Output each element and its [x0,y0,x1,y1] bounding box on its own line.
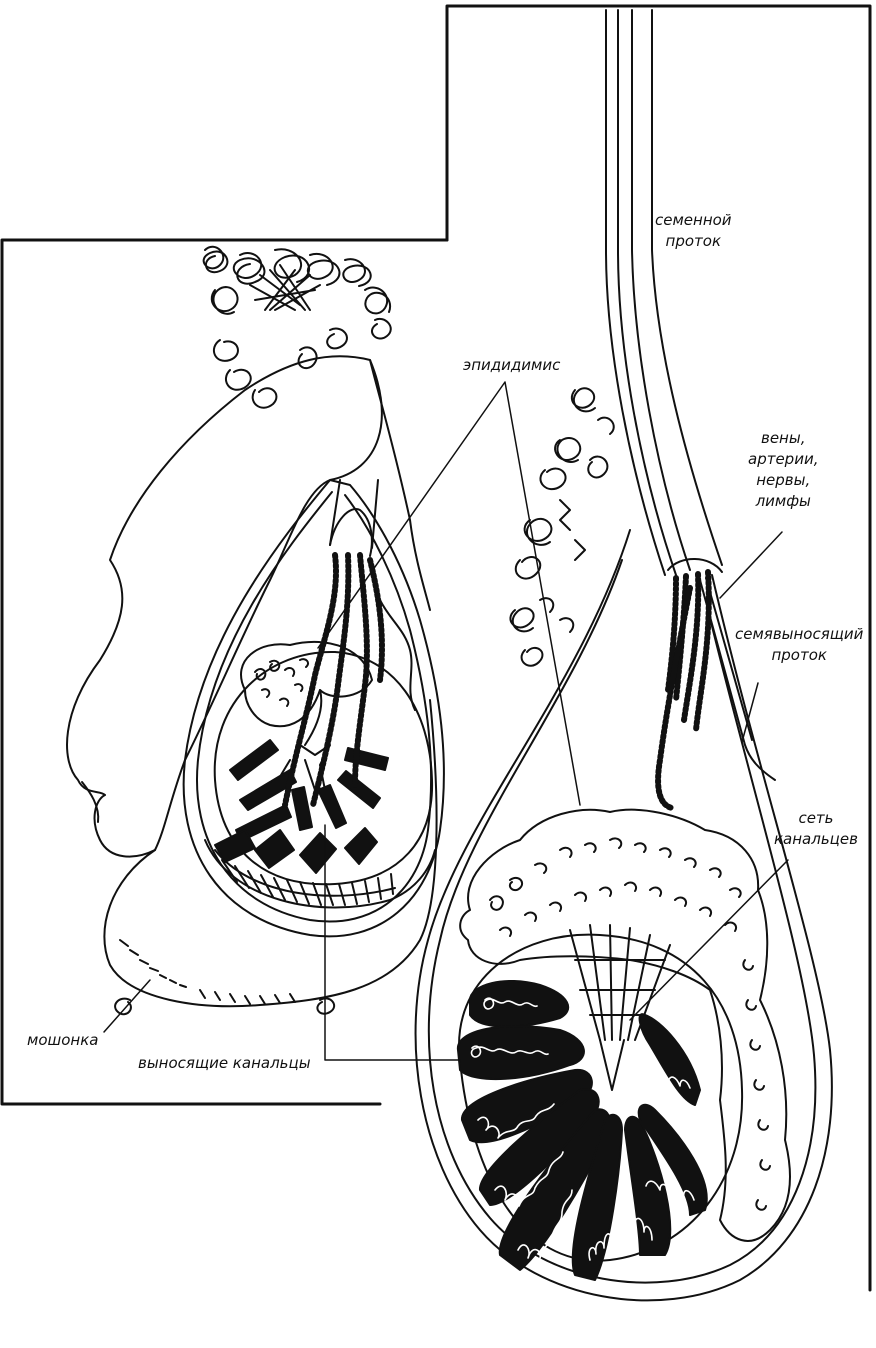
label-efferent-ducts: выносящие канальцы [138,1054,311,1072]
label-vessels-line1: вены, [760,429,806,447]
lobule-tubules [470,997,695,1261]
leader-efferent [324,824,461,1061]
label-seminal-duct: семенной проток [655,210,732,252]
seminal-duct [605,9,723,576]
label-epididymis: эпидидимис [463,356,561,374]
label-vas-deferens-line1: семявыносящий [735,625,864,643]
label-rete-testis-line1: сеть [798,809,834,827]
leader-epididymis [317,381,581,806]
label-vas-deferens: семявыносящий проток [735,624,863,666]
label-seminal-duct-line1: семенной [655,211,732,229]
seminiferous-lobules [456,979,708,1281]
leader-scrotum [103,979,151,1033]
spermatic-cord-left [282,479,416,808]
tunica-outer [182,479,445,938]
label-rete-testis: сеть канальцев [774,808,858,850]
left-panel-frame [0,238,449,1106]
leader-vas-deferens [741,682,759,743]
label-vessels-line3: нервы, [756,471,811,489]
label-scrotum: мошонка [27,1031,99,1049]
label-vas-deferens-line2: проток [771,646,827,664]
leader-rete [629,859,789,1021]
label-vessels: вены, артерии, нервы, лимфы [748,428,818,512]
scrotum-outline [103,699,438,1008]
spermatic-cord-right [655,558,776,811]
tunica-right-outer [414,529,833,1302]
pubic-hair [202,245,392,409]
label-rete-testis-line2: канальцев [774,830,858,848]
testis-left [213,650,434,886]
right-panel-frame [445,4,872,1292]
label-vessels-line4: лимфы [755,492,811,510]
label-vessels-line2: артерии, [748,450,819,468]
epididymis-right [459,808,791,1242]
right-hair [509,387,615,667]
leader-vessels [719,531,783,599]
label-seminal-duct-line2: проток [665,232,722,250]
rete-testis [569,924,671,1091]
